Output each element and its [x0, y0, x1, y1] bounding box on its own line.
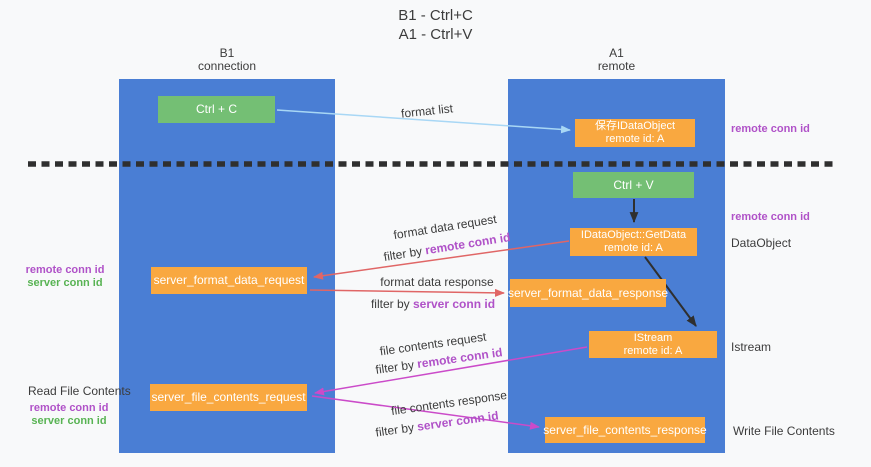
left-conn-id-block-1: remote conn id server conn id [22, 264, 108, 290]
diagram-title: B1 - Ctrl+C A1 - Ctrl+V [0, 6, 871, 44]
left-column-role: connection [197, 59, 257, 73]
title-line-2: A1 - Ctrl+V [398, 26, 473, 43]
node-format-response-label: server_format_data_response [507, 285, 669, 300]
node-istream-line2: remote id: A [623, 344, 683, 357]
node-server-file-contents-response: server_file_contents_response [543, 417, 707, 443]
node-file-response-label: server_file_contents_response [543, 422, 707, 437]
node-store-idataobject-line1: 保存IDataObject [594, 120, 676, 132]
node-getdata-line2: remote id: A [604, 242, 663, 254]
node-server-file-contents-request: server_file_contents_request [150, 384, 307, 411]
flow-label-format-data-response: format data response [380, 275, 494, 289]
right-label-dataobject: DataObject [731, 236, 792, 250]
left-label-remote-conn-id-2: remote conn id [29, 402, 109, 414]
left-column-header: B1 connection [119, 47, 335, 73]
flow-label-filter-server-1: filter by server conn id [371, 297, 495, 311]
left-column-name: B1 [219, 46, 235, 60]
right-column-role: remote [597, 59, 636, 73]
format-data-request-arrow [313, 240, 570, 280]
node-file-request-label: server_file_contents_request [151, 390, 306, 404]
left-label-read-file-contents: Read File Contents [28, 384, 131, 398]
right-label-write-file-contents: Write File Contents [733, 424, 835, 438]
node-ctrl-v: Ctrl + V [573, 172, 694, 198]
node-istream: IStream remote id: A [589, 331, 717, 358]
right-label-remote-conn-id-mid: remote conn id [731, 211, 810, 223]
node-format-request-label: server_format_data_request [153, 273, 305, 287]
left-label-server-conn-id-1: server conn id [27, 277, 103, 289]
node-server-format-data-response: server_format_data_response [507, 279, 669, 307]
file-contents-response-arrow [311, 395, 540, 430]
getdata-to-istream-arrow [644, 256, 697, 327]
left-label-server-conn-id-2: server conn id [31, 415, 107, 427]
node-ctrl-c: Ctrl + C [158, 96, 275, 123]
title-line-1: B1 - Ctrl+C [398, 7, 473, 24]
filter-by-text: filter by [370, 297, 413, 311]
right-column-header: A1 remote [508, 47, 725, 73]
left-label-remote-conn-id-1: remote conn id [25, 264, 105, 276]
right-column-name: A1 [609, 46, 624, 60]
node-ctrl-v-label: Ctrl + V [613, 177, 654, 192]
node-ctrl-c-label: Ctrl + C [195, 102, 237, 116]
node-server-format-data-request: server_format_data_request [151, 267, 307, 294]
node-idataobject-getdata: IDataObject::GetData remote id: A [570, 228, 697, 256]
node-getdata-line1: IDataObject::GetData [580, 229, 687, 241]
format-data-response-arrow [309, 288, 505, 297]
node-store-idataobject: 保存IDataObject remote id: A [575, 119, 695, 147]
server-conn-id-text: server conn id [412, 297, 496, 311]
left-conn-id-block-2: remote conn id server conn id [24, 402, 114, 428]
right-label-remote-conn-id-top: remote conn id [731, 123, 810, 135]
node-istream-line1: IStream [633, 331, 673, 344]
right-label-istream: Istream [731, 340, 772, 354]
node-store-idataobject-line2: remote id: A [605, 133, 665, 145]
format-list-arrow [276, 109, 571, 134]
file-contents-request-arrow [314, 346, 588, 396]
